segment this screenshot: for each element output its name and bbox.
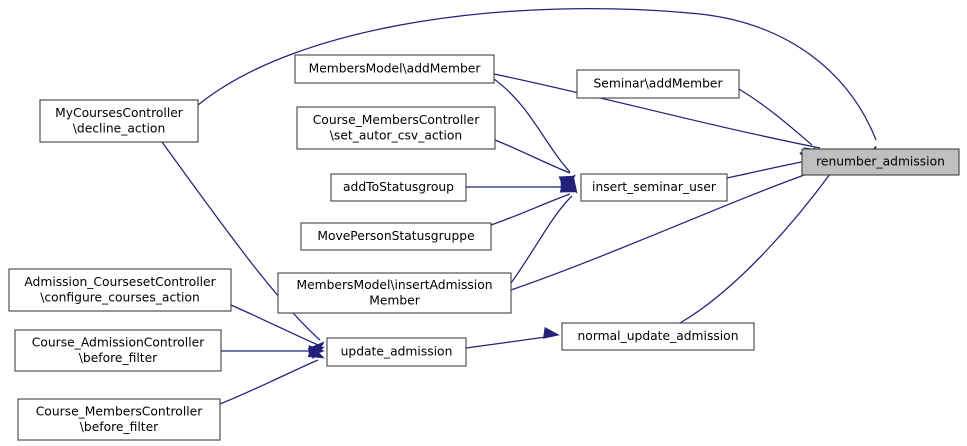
node-label-membersmodel_add: MembersModel\addMember [309, 62, 482, 76]
edge-admission_courseset-to-update_admission [230, 304, 319, 346]
edge-membersmodel_add-to-insert_seminar_user [493, 78, 571, 173]
node-membersmodel_add[interactable]: MembersModel\addMember [294, 54, 495, 84]
node-box-course_admission_bf[interactable] [14, 329, 222, 372]
node-move_person[interactable]: MovePersonStatusgruppe [300, 222, 492, 251]
edge-update_admission-to-normal_update_adm [465, 335, 554, 349]
node-course_members_bf[interactable]: Course_MembersController \before_filter [17, 398, 221, 441]
node-renumber_admission[interactable]: renumber_admission [801, 148, 960, 176]
node-label-mycourses_decline: \decline_action [73, 121, 165, 135]
node-box-admission_courseset[interactable] [8, 268, 232, 312]
arrowhead-icon [563, 176, 578, 194]
edge-insert_seminar_user-to-renumber_admission [726, 159, 813, 179]
node-label-course_members_csv: \set_autor_csv_action [330, 128, 462, 142]
edges-layer [161, 7, 877, 405]
node-box-members_insert_adm[interactable] [277, 272, 512, 314]
node-box-membersmodel_add[interactable] [294, 54, 495, 84]
node-box-move_person[interactable] [300, 222, 492, 251]
node-label-update_admission: update_admission [341, 345, 453, 359]
node-box-renumber_admission[interactable] [801, 148, 960, 176]
edge-move_person-to-insert_seminar_user [490, 193, 571, 226]
node-box-seminar_add[interactable] [576, 69, 740, 99]
edge-normal_update_adm-to-renumber_admission [679, 173, 831, 324]
node-label-seminar_add: Seminar\addMember [593, 77, 723, 91]
node-label-members_insert_adm: MembersModel\insertAdmission [296, 278, 492, 292]
node-label-move_person: MovePersonStatusgruppe [317, 229, 474, 243]
node-label-mycourses_decline: MyCoursesController [55, 106, 184, 120]
arrowhead-icon [308, 341, 325, 357]
node-label-course_members_bf: Course_MembersController [36, 404, 203, 418]
node-box-insert_seminar_user[interactable] [580, 173, 728, 202]
edge-mycourses_decline-to-update_admission [161, 141, 321, 341]
node-label-course_members_csv: Course_MembersController [313, 113, 480, 127]
edge-seminar_add-to-renumber_admission [738, 88, 813, 146]
edge-members_insert_adm-to-insert_seminar_user [510, 195, 573, 284]
node-label-admission_courseset: Admission_CoursesetController [24, 275, 216, 289]
nodes-layer: MyCoursesController\decline_actionMember… [8, 54, 960, 441]
node-seminar_add[interactable]: Seminar\addMember [576, 69, 740, 99]
node-box-add_to_statusgroup[interactable] [330, 173, 467, 202]
node-label-normal_update_adm: normal_update_admission [578, 329, 739, 343]
node-label-members_insert_adm: Member [369, 293, 421, 307]
node-box-course_members_bf[interactable] [17, 398, 221, 441]
node-label-course_admission_bf: Course_AdmissionController [32, 335, 205, 349]
edge-membersmodel_add-to-renumber_admission [493, 73, 821, 149]
node-mycourses_decline[interactable]: MyCoursesController\decline_action [39, 99, 199, 143]
node-label-renumber_admission: renumber_admission [816, 155, 945, 169]
arrowhead-icon [543, 326, 560, 339]
node-update_admission[interactable]: update_admission [326, 337, 467, 367]
node-label-add_to_statusgroup: addToStatusgroup [343, 180, 454, 194]
node-admission_courseset[interactable]: Admission_CoursesetController\configure_… [8, 268, 232, 312]
node-insert_seminar_user[interactable]: insert_seminar_user [580, 173, 728, 202]
edge-members_insert_adm-to-renumber_admission [510, 169, 819, 291]
node-box-course_members_csv[interactable] [296, 106, 496, 150]
node-box-update_admission[interactable] [326, 337, 467, 367]
node-add_to_statusgroup[interactable]: addToStatusgroup [330, 173, 467, 202]
node-label-course_members_bf: \before_filter [80, 420, 159, 434]
edge-mycourses_decline-to-renumber_admission [197, 7, 877, 141]
node-course_admission_bf[interactable]: Course_AdmissionController \before_filter [14, 329, 222, 372]
node-box-mycourses_decline[interactable] [39, 99, 199, 143]
node-box-normal_update_adm[interactable] [561, 322, 755, 351]
node-label-admission_courseset: \configure_courses_action [40, 290, 200, 304]
node-normal_update_adm[interactable]: normal_update_admission [561, 322, 755, 351]
edge-course_members_bf-to-update_admission [219, 359, 319, 405]
node-course_members_csv[interactable]: Course_MembersController\set_autor_csv_a… [296, 106, 496, 150]
node-label-insert_seminar_user: insert_seminar_user [592, 180, 717, 194]
edge-course_members_csv-to-insert_seminar_user [494, 139, 571, 174]
node-label-course_admission_bf: \before_filter [79, 351, 158, 365]
